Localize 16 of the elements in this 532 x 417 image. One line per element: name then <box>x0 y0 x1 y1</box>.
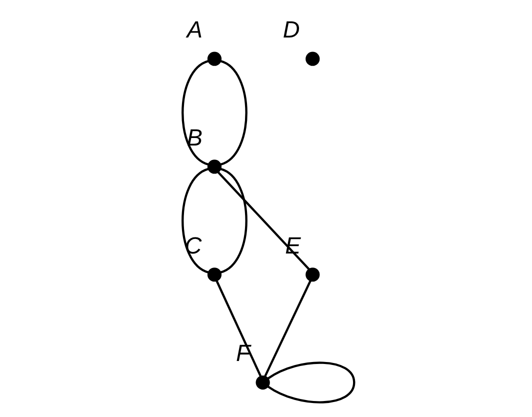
node-label: F <box>235 340 250 366</box>
connector <box>181 60 208 166</box>
node-circle <box>206 268 222 282</box>
node-circle <box>305 52 320 66</box>
connector <box>181 168 208 274</box>
connector <box>264 280 311 377</box>
connector <box>267 362 355 404</box>
node-label: B <box>186 124 202 150</box>
connector <box>220 168 247 274</box>
connector <box>220 60 247 166</box>
node-circle <box>206 52 222 66</box>
node-circle <box>206 160 222 174</box>
node-circle <box>305 268 320 282</box>
node-circle <box>255 375 270 390</box>
node-label: D <box>282 16 300 43</box>
node-label: A <box>186 16 202 43</box>
